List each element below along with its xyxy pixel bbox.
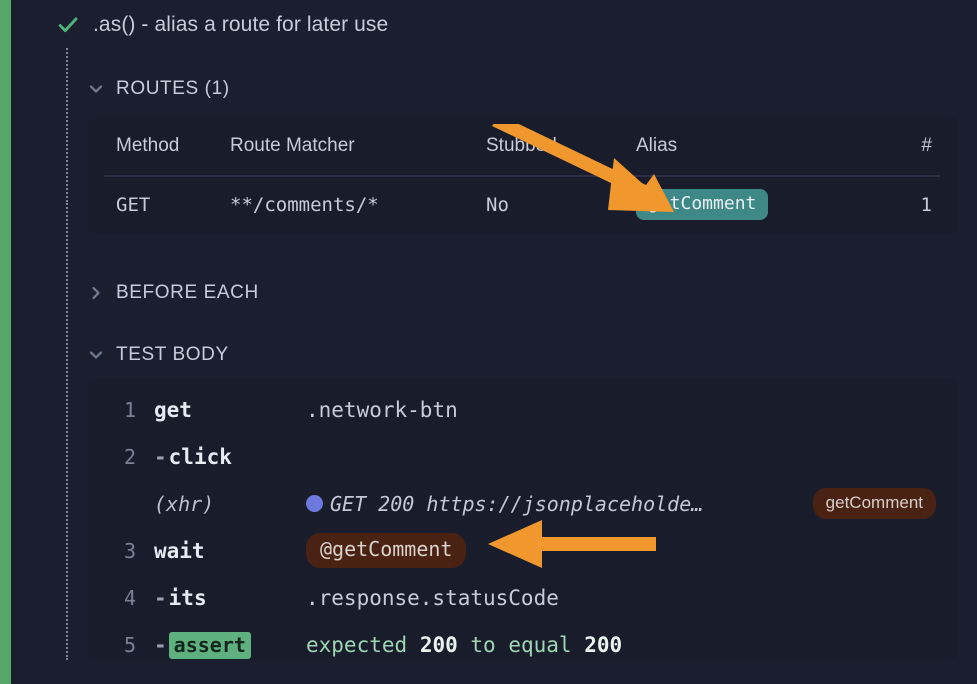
cell-alias: getComment: [636, 188, 876, 221]
indent-guide-line: [66, 48, 68, 198]
command-args: GET 200 https://jsonplaceholde…: [306, 492, 703, 516]
line-number: 2: [123, 444, 136, 469]
command-row-get[interactable]: 1 get .network-btn: [88, 386, 958, 433]
section-header-test-body[interactable]: TEST BODY: [88, 340, 229, 370]
assert-expected-word: expected: [306, 632, 408, 657]
section-header-routes[interactable]: ROUTES (1): [88, 74, 230, 104]
command-row-its[interactable]: 4 its .response.statusCode: [88, 574, 958, 621]
command-row-xhr[interactable]: (xhr) GET 200 https://jsonplaceholde… ge…: [88, 480, 958, 527]
column-header-matcher: Route Matcher: [230, 134, 355, 156]
chevron-down-icon: [89, 351, 103, 359]
command-args: .network-btn: [306, 397, 458, 422]
column-header-method: Method: [116, 134, 180, 156]
command-row-click[interactable]: 2 click: [88, 433, 958, 480]
command-args: @getComment: [306, 533, 467, 568]
chevron-right-icon: [92, 286, 100, 300]
command-name: get: [154, 397, 192, 422]
line-number: 3: [123, 538, 136, 563]
check-icon: [58, 17, 78, 33]
table-header-row: Method Route Matcher Stubbed Alias #: [88, 116, 958, 177]
table-row[interactable]: GET **/comments/* No getComment 1: [88, 175, 958, 234]
command-name: wait: [154, 538, 205, 563]
line-number: 4: [123, 585, 136, 610]
routes-table: Method Route Matcher Stubbed Alias # GET…: [88, 116, 958, 234]
xhr-request-text: GET 200 https://jsonplaceholde…: [330, 491, 704, 516]
wait-alias-pill[interactable]: @getComment: [306, 533, 467, 568]
column-header-stubbed: Stubbed: [486, 134, 557, 156]
alias-pill[interactable]: getComment: [636, 188, 769, 221]
routes-table-panel: Method Route Matcher Stubbed Alias # GET…: [88, 116, 958, 234]
cell-matcher: **/comments/*: [230, 193, 379, 216]
cell-stubbed: No: [486, 193, 509, 216]
page-title: .as() - alias a route for later use: [93, 13, 389, 36]
section-header-before-each[interactable]: BEFORE EACH: [88, 278, 259, 308]
chevron-down-icon: [89, 85, 103, 93]
command-name: assert: [154, 631, 306, 659]
xhr-alias-badge[interactable]: getComment: [812, 488, 936, 519]
column-header-count: #: [921, 134, 932, 156]
cell-count: 1: [920, 193, 932, 216]
assert-actual-value: 200: [419, 632, 458, 657]
line-number: 5: [123, 632, 136, 657]
command-row-wait[interactable]: 3 wait @getComment: [88, 527, 958, 574]
xhr-status-dot-icon: [306, 495, 323, 512]
assert-tag: assert: [168, 631, 251, 659]
test-body-command-list: 1 get .network-btn 2 click (xhr) GET 200…: [88, 378, 958, 660]
command-args: .response.statusCode: [306, 585, 559, 610]
section-label-routes: ROUTES (1): [116, 78, 230, 99]
command-args: expected 200 to equal 200: [306, 633, 622, 657]
command-name: click: [154, 445, 306, 469]
column-header-alias: Alias: [636, 134, 678, 156]
cell-method: GET: [116, 193, 151, 216]
test-title-row[interactable]: .as() - alias a route for later use: [11, 0, 977, 50]
line-number: 1: [123, 397, 136, 422]
command-row-assert[interactable]: 5 assert expected 200 to equal 200: [88, 621, 958, 660]
test-status-bar: [0, 0, 11, 684]
section-label-before-each: BEFORE EACH: [116, 282, 259, 303]
indent-guide-line: [66, 200, 68, 660]
command-name: its: [154, 586, 306, 610]
assert-middle-words: to equal: [470, 632, 572, 657]
assert-expected-value: 200: [584, 632, 623, 657]
command-name: (xhr): [154, 491, 215, 516]
section-label-test-body: TEST BODY: [116, 344, 229, 365]
